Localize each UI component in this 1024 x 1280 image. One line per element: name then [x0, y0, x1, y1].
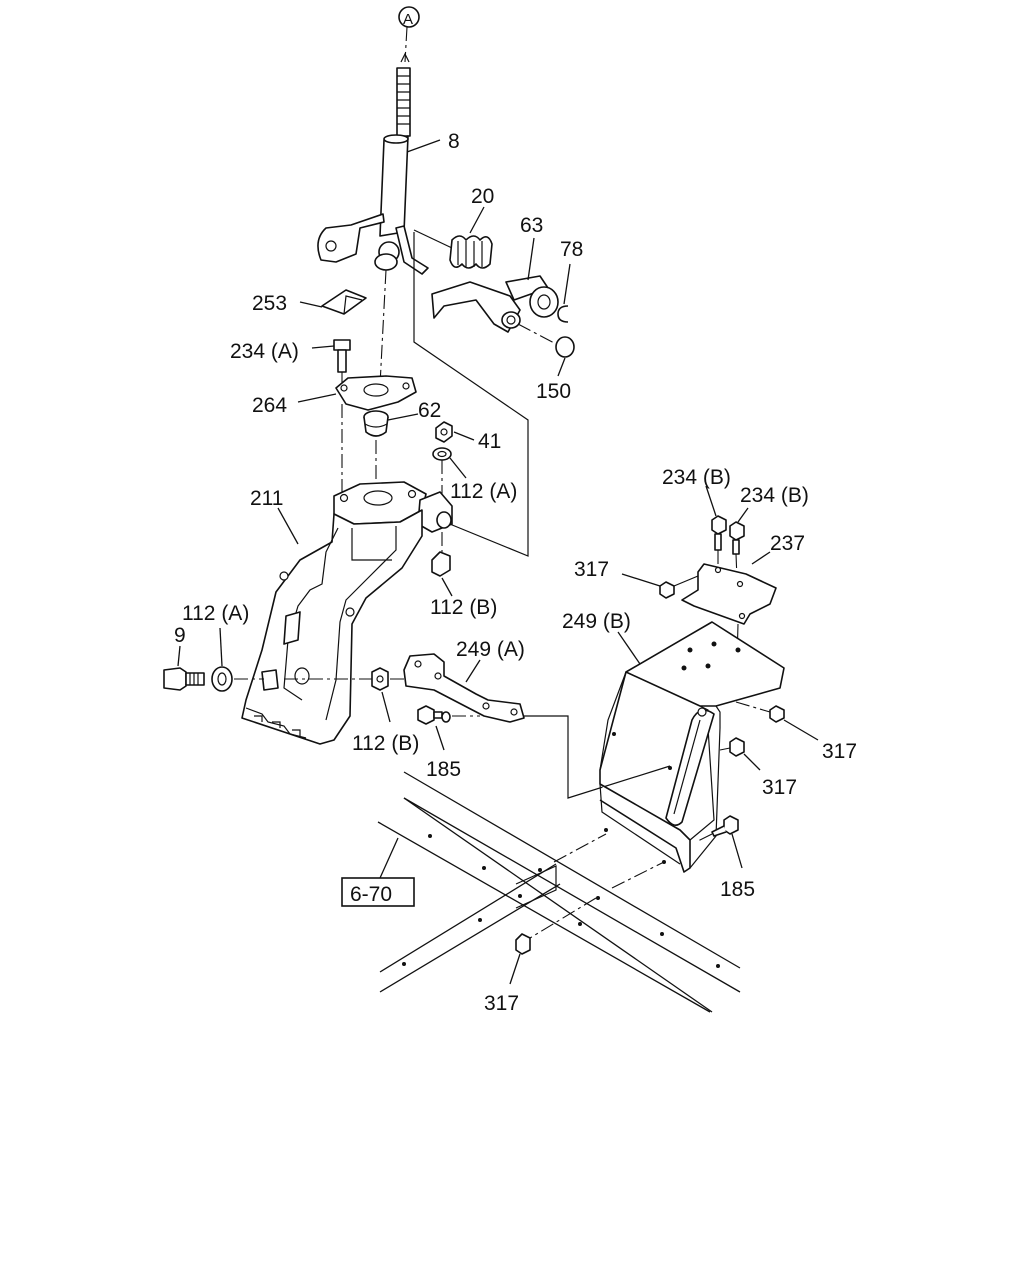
callout-249B: 249 (B): [562, 610, 631, 633]
callout-150: 150: [536, 380, 571, 403]
nut-317-d: [515, 933, 531, 955]
callout-112A-left: 112 (A): [182, 602, 249, 625]
washer-112a-top: [432, 447, 452, 461]
shift-lever[interactable]: [317, 67, 429, 275]
callout-234B-1: 234 (B): [662, 466, 731, 489]
snap-ring: [557, 305, 569, 323]
bolt-9: [163, 667, 205, 691]
shift-bracket[interactable]: [241, 481, 453, 745]
callout-185-mid: 185: [426, 758, 461, 781]
callout-264: 264: [252, 394, 287, 417]
bracket-249a[interactable]: [403, 653, 525, 723]
nut-112b-mid: [371, 667, 389, 691]
nut-41: [435, 421, 453, 443]
mounting-plate-237: [681, 563, 777, 625]
nut-317-b: [769, 705, 785, 723]
callout-317-b: 317: [822, 740, 857, 763]
nut-112b-top: [431, 551, 451, 577]
bolt-234a: [333, 339, 351, 373]
nut-317-c: [729, 737, 745, 757]
callout-112B-top: 112 (B): [430, 596, 497, 619]
bracket-249b[interactable]: [599, 621, 785, 873]
return-spring: [413, 229, 493, 269]
reference-box[interactable]: [341, 877, 415, 907]
callout-317-a: 317: [574, 558, 609, 581]
callout-249A: 249 (A): [456, 638, 525, 661]
callout-20: 20: [471, 185, 494, 208]
rubber-grommet: [363, 410, 389, 437]
nut-317-a: [659, 581, 675, 599]
bolt-234b-2: [729, 521, 745, 555]
callout-253: 253: [252, 292, 287, 315]
callout-237: 237: [770, 532, 805, 555]
connector-a-marker: A: [398, 6, 420, 63]
dust-boot: [321, 289, 367, 315]
callout-234A: 234 (A): [230, 340, 299, 363]
callout-63: 63: [520, 214, 543, 237]
callout-234B-2: 234 (B): [740, 484, 809, 507]
callout-317-c: 317: [762, 776, 797, 799]
cover-plate: [335, 375, 417, 411]
shift-cam-arm[interactable]: [431, 275, 559, 333]
bushing: [517, 323, 575, 358]
washer-112a-left: [211, 666, 233, 692]
callout-185-right: 185: [720, 878, 755, 901]
reference-box-label: 6-70: [350, 883, 392, 906]
callout-41: 41: [478, 430, 501, 453]
callout-112A-top: 112 (A): [450, 480, 517, 503]
callout-78: 78: [560, 238, 583, 261]
callout-112B-mid: 112 (B): [352, 732, 419, 755]
callout-317-d: 317: [484, 992, 519, 1015]
callout-A: A: [403, 11, 413, 28]
callout-62: 62: [418, 399, 441, 422]
callout-8: 8: [448, 130, 460, 153]
bolt-185-mid: [417, 705, 451, 725]
callout-9: 9: [174, 624, 186, 647]
frame-rails: [377, 771, 741, 1013]
bolt-185-right: [711, 815, 739, 837]
callout-211: 211: [250, 487, 283, 510]
bolt-234b-1: [711, 515, 727, 551]
